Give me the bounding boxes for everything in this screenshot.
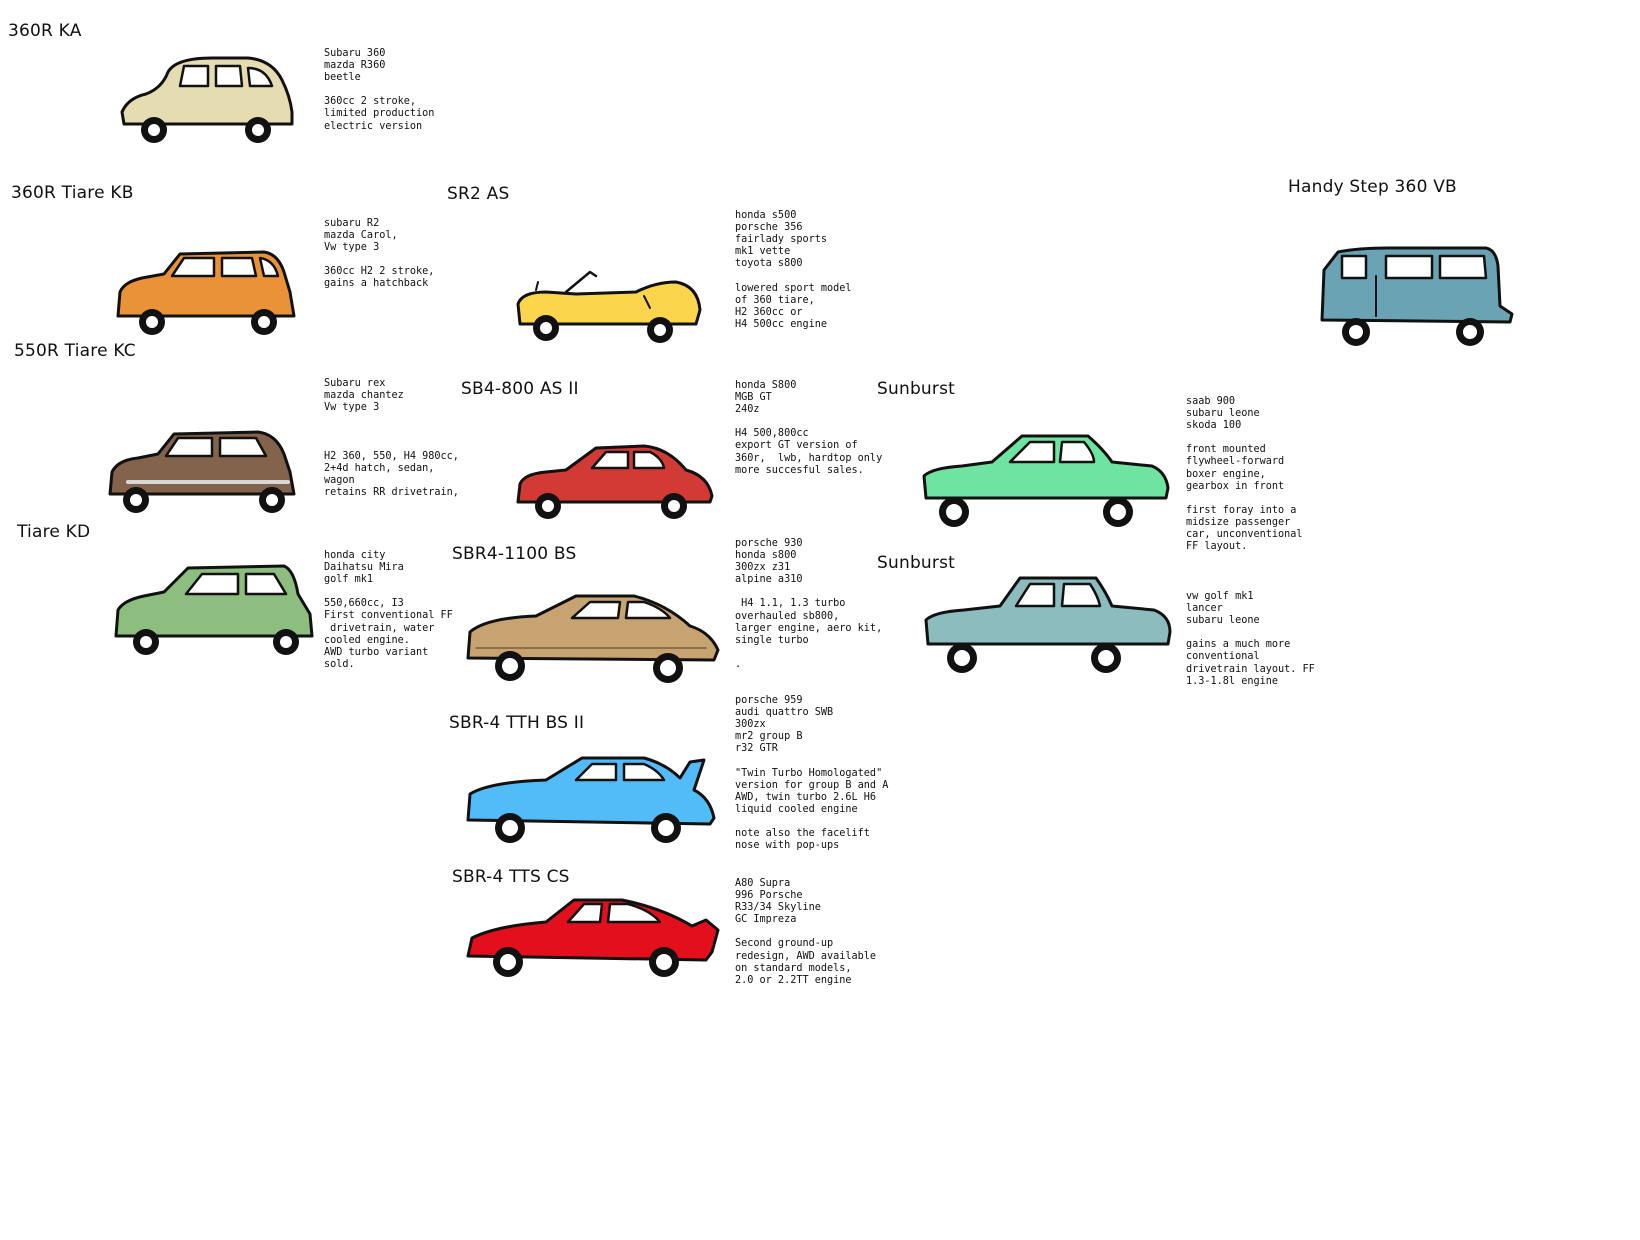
hatchback-icon: [114, 560, 314, 658]
bubble-car-icon: [116, 52, 316, 144]
model-title: Handy Step 360 VB: [1288, 177, 1457, 197]
model-title: Sunburst: [877, 553, 956, 573]
model-notes: saab 900 subaru leone skoda 100 front mo…: [1186, 396, 1303, 553]
model-notes: Subaru 360 mazda R360 beetle 360cc 2 str…: [324, 48, 435, 132]
car-body: [922, 434, 1170, 500]
model-notes: honda S800 MGB GT 240z H4 500,800cc expo…: [735, 380, 883, 476]
model-title: SR2 AS: [447, 184, 510, 204]
model-title: 360R KA: [8, 21, 82, 41]
sedan-icon: [924, 574, 1174, 674]
model-title: Sunburst: [877, 379, 956, 399]
model-title: SBR4-1100 BS: [452, 544, 577, 564]
car-body: [924, 576, 1172, 646]
model-notes: porsche 959 audi quattro SWB 300zx mr2 g…: [735, 695, 889, 852]
model-title: 550R Tiare KC: [14, 341, 136, 361]
model-title: Tiare KD: [17, 522, 91, 542]
model-notes: A80 Supra 996 Porsche R33/34 Skyline GC …: [735, 878, 877, 986]
model-title: SBR-4 TTS CS: [452, 867, 570, 887]
car-body: [516, 444, 714, 504]
model-title: SBR-4 TTH BS II: [449, 713, 585, 733]
roadster-icon: [516, 262, 706, 348]
van-icon: [1318, 246, 1518, 356]
model-notes: porsche 930 honda s800 300zx z31 alpine …: [735, 538, 883, 670]
model-notes: subaru R2 mazda Carol, Vw type 3 360cc H…: [324, 218, 435, 290]
car-body: [466, 898, 720, 962]
rally-car-icon: [466, 752, 726, 848]
model-title: 360R Tiare KB: [11, 183, 134, 203]
coupe-icon: [516, 440, 716, 526]
hatchback-icon: [114, 246, 314, 338]
model-title: SB4-800 AS II: [461, 379, 579, 399]
car-body: [516, 280, 702, 326]
fastback-icon: [466, 588, 726, 684]
sedan-icon: [922, 430, 1172, 530]
model-notes: honda s500 porsche 356 fairlady sports m…: [735, 210, 852, 330]
hatchback-icon: [108, 424, 308, 516]
model-notes: honda city Daihatsu Mira golf mk1 550,66…: [324, 550, 453, 670]
model-notes: Subaru rex mazda chantez Vw type 3 H2 36…: [324, 378, 459, 498]
sports-coupe-icon: [466, 896, 726, 982]
model-notes: vw golf mk1 lancer subaru leone gains a …: [1186, 591, 1315, 687]
